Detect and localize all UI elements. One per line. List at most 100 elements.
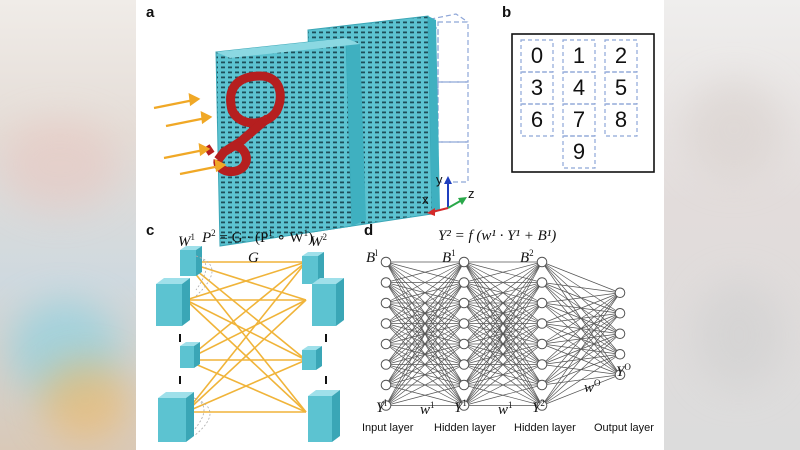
network-node bbox=[536, 379, 548, 391]
network-edge bbox=[541, 261, 621, 294]
p2-end: ) bbox=[308, 230, 314, 246]
network-node bbox=[380, 297, 392, 309]
network-node bbox=[380, 318, 392, 329]
label-g: G bbox=[248, 250, 259, 266]
network-node bbox=[380, 338, 392, 350]
network-node bbox=[458, 297, 470, 309]
network-symbol: YO bbox=[616, 362, 631, 381]
symbol-sup: 1 bbox=[451, 248, 456, 258]
diffractive-blocks-left bbox=[156, 246, 202, 442]
symbol-sup: l bbox=[384, 398, 387, 408]
symbol-base: Y bbox=[532, 400, 541, 416]
network-edge bbox=[463, 343, 543, 406]
network-symbol: Y2 bbox=[532, 398, 545, 417]
metasurface-layer-2-edge bbox=[428, 16, 440, 214]
network-node bbox=[614, 287, 626, 299]
network-edge bbox=[463, 302, 543, 406]
symbol-sup: 1 bbox=[462, 398, 467, 408]
p2-mid: ∘ W bbox=[276, 230, 304, 246]
network-edge bbox=[385, 343, 465, 406]
panel-label-c: c bbox=[146, 222, 155, 239]
network-node bbox=[536, 297, 548, 309]
network-edge bbox=[463, 261, 543, 345]
p2-sup: 2 bbox=[211, 228, 216, 238]
network-symbol: w1 bbox=[420, 400, 435, 419]
figure-graphics bbox=[153, 13, 655, 442]
network-edge bbox=[385, 364, 465, 406]
network-edge bbox=[385, 323, 465, 406]
p2-rest: = G · (P bbox=[219, 230, 269, 246]
network-symbol: Y1 bbox=[454, 398, 467, 417]
symbol-base: B bbox=[442, 250, 452, 266]
symbol-base: Y bbox=[616, 364, 625, 380]
digit-eight-pattern bbox=[203, 71, 285, 177]
network-edge bbox=[463, 364, 543, 406]
p2-base: P bbox=[202, 230, 212, 246]
network-edge bbox=[541, 353, 621, 406]
layer-label: Output layer bbox=[594, 422, 654, 434]
network-edge bbox=[385, 384, 465, 406]
network-node bbox=[380, 400, 392, 411]
blurred-background-right bbox=[664, 0, 800, 450]
network-edge bbox=[541, 292, 621, 304]
symbol-sup: 2 bbox=[529, 248, 534, 258]
grid-digit: 8 bbox=[614, 107, 628, 132]
network-edge bbox=[541, 374, 621, 406]
grid-digit: 7 bbox=[572, 107, 586, 132]
network-edge bbox=[385, 261, 465, 365]
network-edge bbox=[463, 261, 543, 304]
grid-digit: 9 bbox=[572, 139, 586, 164]
network-node bbox=[458, 338, 470, 350]
wavefront-arcs bbox=[193, 255, 213, 437]
network-symbol: Yl bbox=[376, 398, 387, 417]
grid-digit: 1 bbox=[572, 43, 586, 68]
network-edge bbox=[463, 261, 543, 283]
symbol-base: Y bbox=[454, 400, 463, 416]
panel-label-d: d bbox=[364, 222, 374, 239]
grid-digit: 0 bbox=[530, 43, 544, 68]
network-edge bbox=[541, 292, 621, 324]
w1-base: W bbox=[178, 234, 191, 250]
network-node bbox=[458, 359, 470, 370]
axis-label-x: x bbox=[422, 192, 429, 207]
grid-digit: 2 bbox=[614, 43, 628, 68]
network-node bbox=[614, 328, 626, 340]
network-edge bbox=[541, 292, 621, 406]
network-edge bbox=[385, 261, 465, 304]
network-node bbox=[380, 359, 392, 370]
symbol-base: B bbox=[366, 250, 376, 266]
network-node bbox=[536, 318, 548, 329]
network-node bbox=[458, 318, 470, 329]
network-edge bbox=[385, 282, 465, 406]
network-edge bbox=[385, 261, 465, 406]
network-edge bbox=[385, 261, 465, 283]
network-node bbox=[458, 400, 470, 411]
blur-blob bbox=[40, 360, 130, 440]
network-symbol: w1 bbox=[498, 400, 513, 419]
network-edge bbox=[463, 384, 543, 406]
blurred-background-left bbox=[0, 0, 136, 450]
network-edge bbox=[385, 302, 465, 406]
symbol-base: Y bbox=[376, 400, 385, 416]
metasurface-layer-1-edge bbox=[346, 38, 366, 226]
metasurface-layer-1-top bbox=[216, 38, 360, 58]
incident-light-arrows bbox=[153, 92, 227, 176]
axis-label-z: z bbox=[468, 186, 475, 201]
network-node bbox=[380, 277, 392, 288]
network-node bbox=[536, 400, 548, 411]
network-edge bbox=[385, 261, 465, 386]
network-edge bbox=[463, 261, 543, 324]
grid-digit: 5 bbox=[614, 75, 628, 100]
layer-label: Input layer bbox=[362, 422, 414, 434]
network-node bbox=[536, 338, 548, 350]
grid-digit: 6 bbox=[530, 107, 544, 132]
network-edge bbox=[463, 261, 543, 386]
symbol-sup: 1 bbox=[508, 400, 513, 410]
w1-sup: 1 bbox=[190, 232, 196, 242]
ellipsis-dashes bbox=[179, 334, 327, 384]
blur-blob bbox=[694, 280, 784, 390]
network-symbol: Bl bbox=[366, 248, 378, 267]
diffractive-network-connections bbox=[185, 261, 307, 413]
network-edge bbox=[541, 292, 621, 365]
